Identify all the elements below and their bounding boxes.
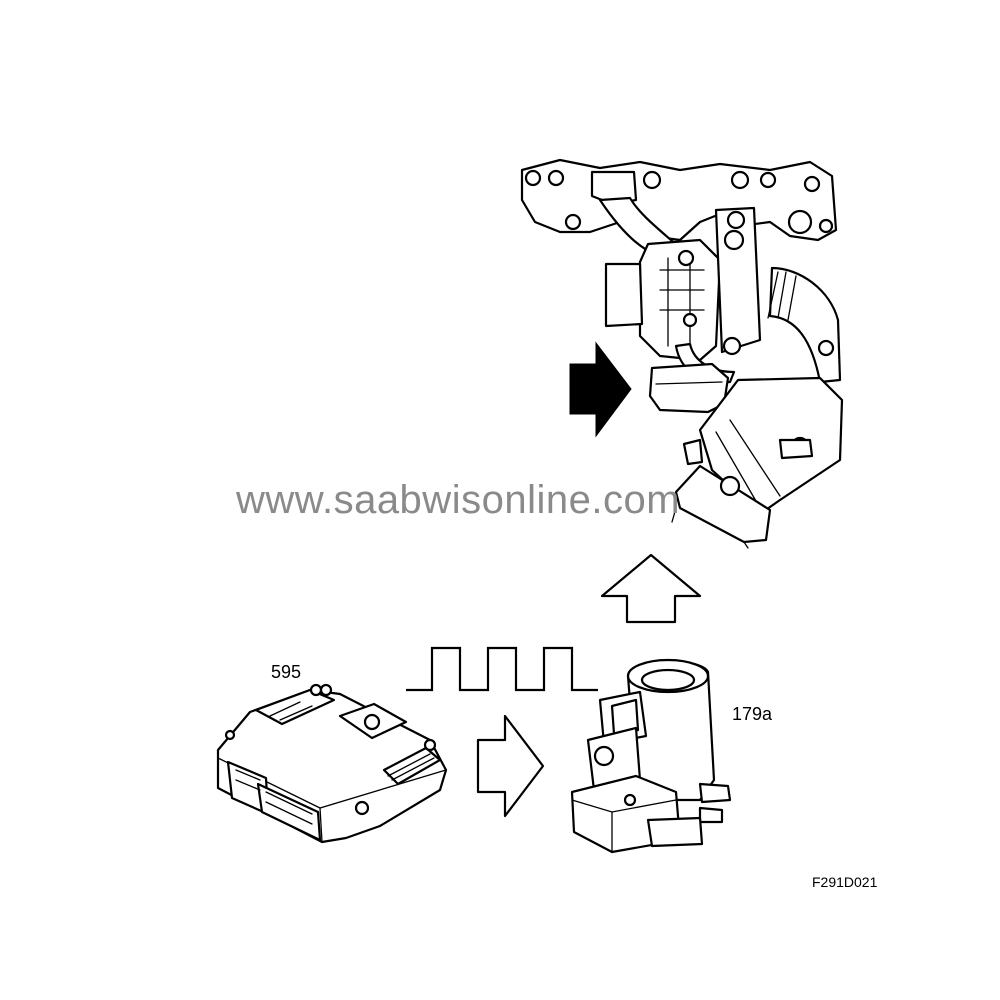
solenoid-valve-179a	[570, 658, 732, 854]
figure-code: F291D021	[812, 874, 878, 890]
turbocharger-manifold-assembly	[520, 158, 844, 549]
label-valve: 179a	[732, 704, 773, 724]
solid-right-arrow	[569, 341, 632, 438]
control-module-595	[216, 683, 448, 844]
watermark-text: www.saabwisonline.com	[236, 478, 681, 522]
hollow-right-arrow	[476, 714, 545, 818]
pwm-signal-waveform	[406, 646, 598, 692]
hollow-up-arrow	[600, 553, 702, 624]
label-control-module: 595	[271, 662, 302, 682]
